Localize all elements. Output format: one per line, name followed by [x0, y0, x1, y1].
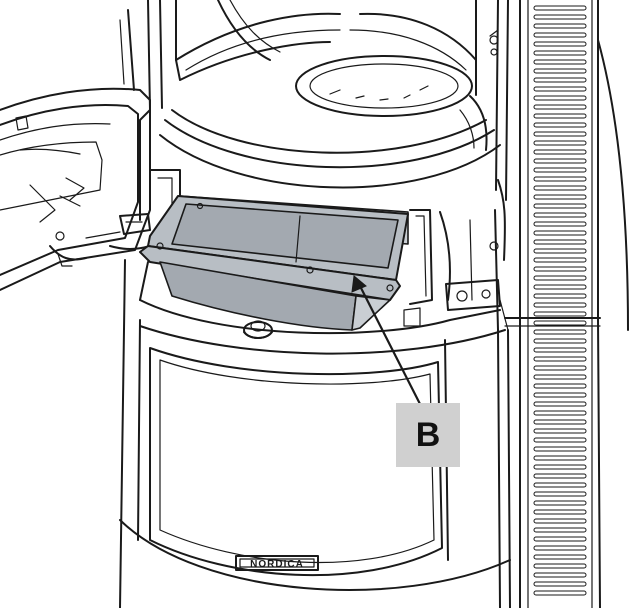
- grille-slat: [533, 572, 587, 578]
- grille-slat: [533, 59, 587, 65]
- grille-slat: [533, 77, 587, 83]
- grille-slat: [533, 221, 587, 227]
- grille-slat: [533, 374, 587, 380]
- grille-slat: [533, 194, 587, 200]
- grille-slat: [533, 581, 587, 587]
- grille-slat: [533, 239, 587, 245]
- grille-slat: [533, 284, 587, 290]
- grille-slat: [533, 302, 587, 308]
- grille-slat: [533, 563, 587, 569]
- grille-slat: [533, 347, 587, 353]
- grille-slat: [533, 50, 587, 56]
- grille-slat: [533, 41, 587, 47]
- grille-slat: [533, 176, 587, 182]
- callout-label: B: [415, 415, 441, 454]
- grille-slat: [533, 356, 587, 362]
- grille-slat: [533, 248, 587, 254]
- grille-slat: [533, 518, 587, 524]
- grille-slat: [533, 383, 587, 389]
- grille-slat: [533, 86, 587, 92]
- open-door: [0, 9, 151, 291]
- grille-slat: [533, 140, 587, 146]
- grille-slat: [533, 491, 587, 497]
- grille-slat: [533, 590, 587, 596]
- grille-slat: [533, 527, 587, 533]
- grille-slat: [533, 482, 587, 488]
- ash-pan: [139, 195, 409, 331]
- arrow-icon: [351, 275, 421, 405]
- brand-plate: NORDICA: [250, 559, 304, 570]
- grille-slat: [533, 32, 587, 38]
- grille-slat: [533, 437, 587, 443]
- grille-slat: [533, 68, 587, 74]
- grille-slat: [533, 185, 587, 191]
- grille-slat: [533, 131, 587, 137]
- grille-slat: [533, 275, 587, 281]
- grille-slat: [533, 203, 587, 209]
- grille-slat: [533, 455, 587, 461]
- grille-slat: [533, 230, 587, 236]
- fire-chamber: [139, 0, 509, 261]
- grille-slat: [533, 23, 587, 29]
- grille-slat: [533, 365, 587, 371]
- grille-slat: [533, 266, 587, 272]
- grille-slats: [533, 5, 587, 596]
- grille-slat: [533, 113, 587, 119]
- grille-slat: [533, 446, 587, 452]
- grille-slat: [533, 392, 587, 398]
- grille-slat: [533, 167, 587, 173]
- grille-slat: [533, 14, 587, 20]
- grille-slat: [533, 338, 587, 344]
- grille-slat: [533, 149, 587, 155]
- grille-slat: [533, 311, 587, 317]
- grille-slat: [533, 545, 587, 551]
- grille-slat: [533, 554, 587, 560]
- grille-slat: [533, 158, 587, 164]
- side-grille-panel: [504, 0, 629, 608]
- grille-slat: [533, 95, 587, 101]
- grille-slat: [533, 5, 587, 11]
- grille-slat: [533, 509, 587, 515]
- grille-slat: [533, 122, 587, 128]
- grille-slat: [533, 428, 587, 434]
- grille-slat: [533, 257, 587, 263]
- grille-slat: [533, 329, 587, 335]
- grille-slat: [533, 473, 587, 479]
- grille-slat: [533, 104, 587, 110]
- grille-slat: [533, 212, 587, 218]
- grille-slat: [533, 401, 587, 407]
- grille-slat: [533, 536, 587, 542]
- grille-slat: [533, 464, 587, 470]
- grille-slat: [533, 410, 587, 416]
- grille-slat: [533, 320, 587, 326]
- grille-slat: [533, 500, 587, 506]
- callout-box-b: B: [396, 403, 460, 467]
- grille-slat: [533, 419, 587, 425]
- grille-slat: [533, 293, 587, 299]
